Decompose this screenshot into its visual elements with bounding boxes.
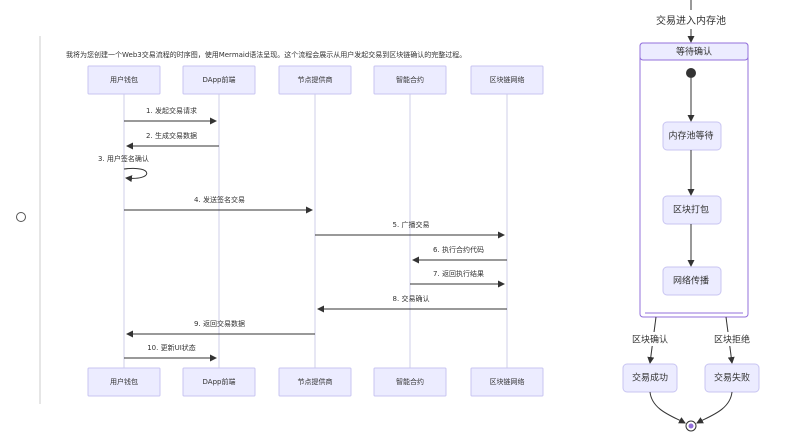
state-box-3	[662, 266, 722, 296]
participant-label: DApp前端	[203, 377, 236, 386]
transition-label-bg	[709, 332, 755, 346]
start-state-dot	[686, 68, 696, 78]
final-state-label: 交易成功	[632, 372, 668, 384]
transition-label: 区块确认	[632, 334, 668, 346]
final-state-label: 交易失败	[714, 372, 750, 384]
participant-label: 节点提供商	[298, 377, 333, 386]
participant-label: 节点提供商	[298, 75, 333, 84]
state-label: 网络传播	[673, 275, 709, 287]
radio-button[interactable]	[16, 212, 26, 222]
participant-label: 用户钱包	[110, 75, 138, 84]
message-label: 5. 广播交易	[393, 220, 430, 229]
participant-box-top-3	[278, 65, 352, 95]
transition-arrow	[696, 391, 733, 424]
message-label: 3. 用户签名确认	[98, 154, 149, 163]
participant-box-top-1	[87, 65, 161, 95]
participant-label: 区块链网络	[490, 75, 525, 84]
message-label: 7. 返回执行结果	[433, 269, 484, 278]
participant-box-bottom-4	[373, 367, 447, 397]
state-box-2	[662, 195, 722, 225]
intro-text: 我将为您创建一个Web3交易流程的时序图，使用Mermaid语法呈现。这个流程会…	[66, 51, 467, 59]
composite-state-title: 等待确认	[676, 46, 712, 58]
state-box-1	[662, 121, 722, 151]
participant-box-top-4	[373, 65, 447, 95]
participant-box-top-5	[470, 65, 544, 95]
message-label: 1. 发起交易请求	[146, 106, 197, 115]
state-label: 区块打包	[673, 204, 709, 216]
transition-arrow	[649, 391, 686, 424]
message-label: 8. 交易确认	[393, 294, 430, 303]
participant-label: DApp前端	[203, 75, 236, 84]
message-label: 9. 返回交易数据	[194, 319, 245, 328]
state-label: 内存池等待	[668, 130, 713, 142]
entry-label: 交易进入内存池	[656, 14, 726, 27]
message-label: 2. 生成交易数据	[146, 131, 197, 140]
message-label: 10. 更新UI状态	[147, 343, 196, 352]
participant-box-bottom-2	[182, 367, 256, 397]
participant-box-top-2	[182, 65, 256, 95]
message-arrow-3	[123, 167, 148, 183]
participant-label: 用户钱包	[110, 377, 138, 386]
composite-state-header	[639, 42, 749, 61]
participant-box-bottom-5	[470, 367, 544, 397]
participant-box-bottom-1	[87, 367, 161, 397]
participant-label: 智能合约	[396, 75, 424, 84]
participant-box-bottom-3	[278, 367, 352, 397]
message-border	[39, 36, 41, 404]
transition-label-bg	[627, 332, 673, 346]
message-label: 4. 发送签名交易	[194, 195, 245, 204]
end-state-inner	[688, 423, 694, 429]
participant-label: 智能合约	[396, 377, 424, 386]
participant-label: 区块链网络	[490, 377, 525, 386]
transition-label: 区块拒绝	[714, 334, 750, 346]
message-label: 6. 执行合约代码	[433, 245, 484, 254]
